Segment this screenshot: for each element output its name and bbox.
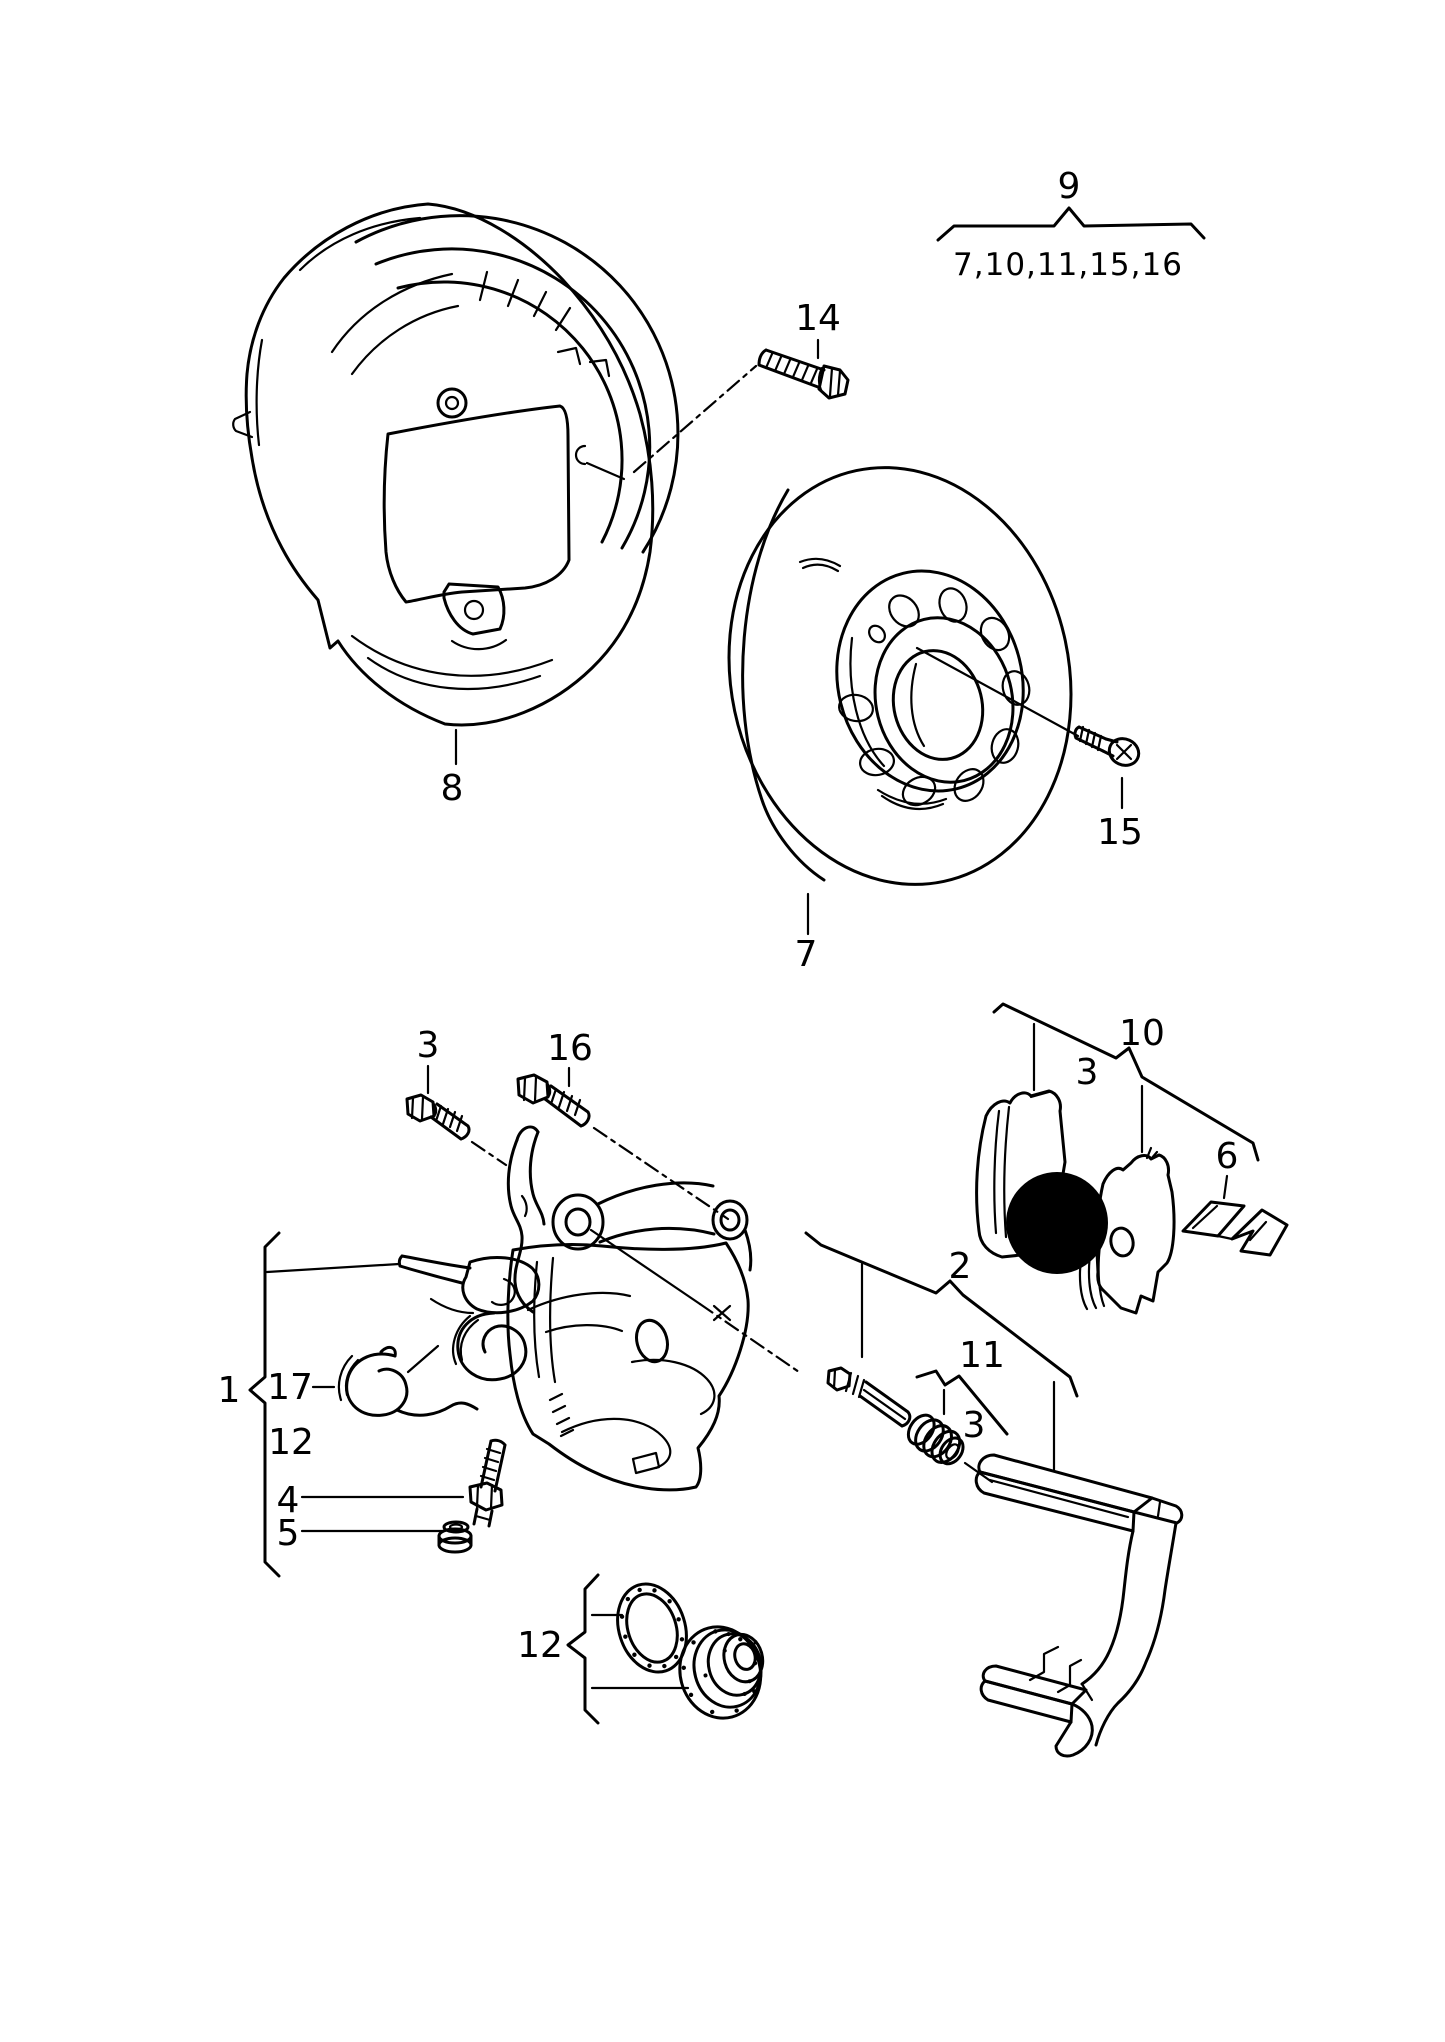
- repair-kit-11-drawing: 11 3: [906, 1335, 1009, 1484]
- o-ring-seal-drawing: [616, 1582, 688, 1674]
- callout-6[interactable]: 6: [1216, 1136, 1239, 1177]
- caliper-housing-drawing: [397, 1181, 801, 1492]
- bleeder-cap-drawing: [437, 1520, 473, 1554]
- callout-group-9: 9 7,10,11,15,16: [936, 166, 1206, 283]
- brake-pads-drawing: 10 3: [975, 1002, 1260, 1315]
- disc-bolt-holes: [838, 587, 1031, 807]
- retaining-clip-6-drawing: 6: [1181, 1136, 1289, 1257]
- guide-pin-2-drawing: 2: [804, 1231, 1079, 1428]
- callout-3-bolt[interactable]: 3: [417, 1025, 440, 1066]
- bolt-16-drawing: 16: [516, 1028, 730, 1221]
- splash-shield-drawing: 8: [232, 202, 758, 809]
- callout-1[interactable]: 1: [218, 1370, 241, 1411]
- screw-15-drawing: 15: [1073, 725, 1143, 853]
- bleeder-valve-drawing: [468, 1438, 507, 1528]
- callout-5[interactable]: 5: [277, 1513, 300, 1554]
- brake-disc-drawing: 7: [727, 466, 1080, 975]
- callout-14[interactable]: 14: [795, 298, 841, 339]
- callout-7[interactable]: 7: [795, 934, 818, 975]
- callout-10[interactable]: 10: [1119, 1013, 1165, 1054]
- spring-17-drawing: [337, 1344, 479, 1417]
- callout-11[interactable]: 11: [959, 1335, 1005, 1376]
- group-1-callout: 1 17 12 4 5: [218, 1231, 465, 1578]
- piston-boot-drawing: [678, 1625, 765, 1720]
- callout-2[interactable]: 2: [949, 1246, 972, 1287]
- caliper-inner-bracket-drawing: [506, 1125, 546, 1314]
- seals-12-drawing: 12: [517, 1573, 765, 1725]
- callout-9[interactable]: 9: [1058, 166, 1081, 207]
- callout-12-list[interactable]: 12: [268, 1422, 314, 1463]
- carrier-bracket-drawing: [974, 1380, 1184, 1758]
- guide-pin-boot-drawing: [906, 1413, 965, 1466]
- bolt-3-drawing: 3: [405, 1025, 508, 1167]
- callout-8[interactable]: 8: [441, 768, 464, 809]
- callout-3-boot[interactable]: 3: [963, 1405, 986, 1446]
- callout-9-items[interactable]: 7,10,11,15,16: [953, 247, 1183, 283]
- redaction-dot: [1006, 1172, 1108, 1274]
- callout-15[interactable]: 15: [1097, 812, 1143, 853]
- callout-17[interactable]: 17: [267, 1367, 313, 1408]
- callout-12-seals[interactable]: 12: [517, 1625, 563, 1666]
- callout-16[interactable]: 16: [547, 1028, 593, 1069]
- callout-3-pad[interactable]: 3: [1076, 1052, 1099, 1093]
- callout-4[interactable]: 4: [277, 1480, 300, 1521]
- bolt-14-drawing: 14: [757, 298, 850, 400]
